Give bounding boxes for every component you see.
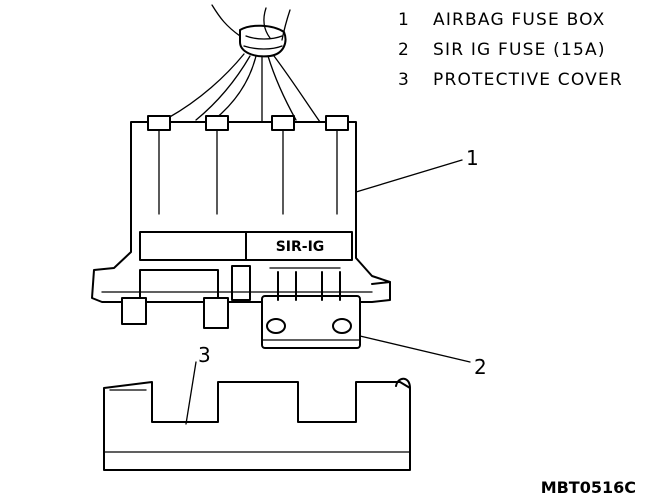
protective-cover xyxy=(103,377,411,471)
sir-ig-fuse xyxy=(261,271,361,349)
figure-code: MBT0516C xyxy=(541,478,636,497)
leader-lines xyxy=(185,159,471,425)
wire-harness xyxy=(167,4,321,123)
legend-num-1: 1 xyxy=(398,10,410,30)
legend-num-2: 2 xyxy=(398,40,410,60)
legend: 1 AIRBAG FUSE BOX 2 SIR IG FUSE (15A) 3 … xyxy=(398,10,623,90)
legend-num-3: 3 xyxy=(398,70,410,90)
legend-text-1: AIRBAG FUSE BOX xyxy=(433,10,606,30)
callout-1: 1 xyxy=(466,146,479,170)
legend-text-2: SIR IG FUSE (15A) xyxy=(433,40,606,60)
airbag-fuse-box xyxy=(91,115,391,329)
callout-2: 2 xyxy=(474,355,487,379)
callout-3: 3 xyxy=(198,343,211,367)
legend-text-3: PROTECTIVE COVER xyxy=(433,70,623,90)
sir-ig-fuse-label: SIR-IG xyxy=(276,239,325,255)
